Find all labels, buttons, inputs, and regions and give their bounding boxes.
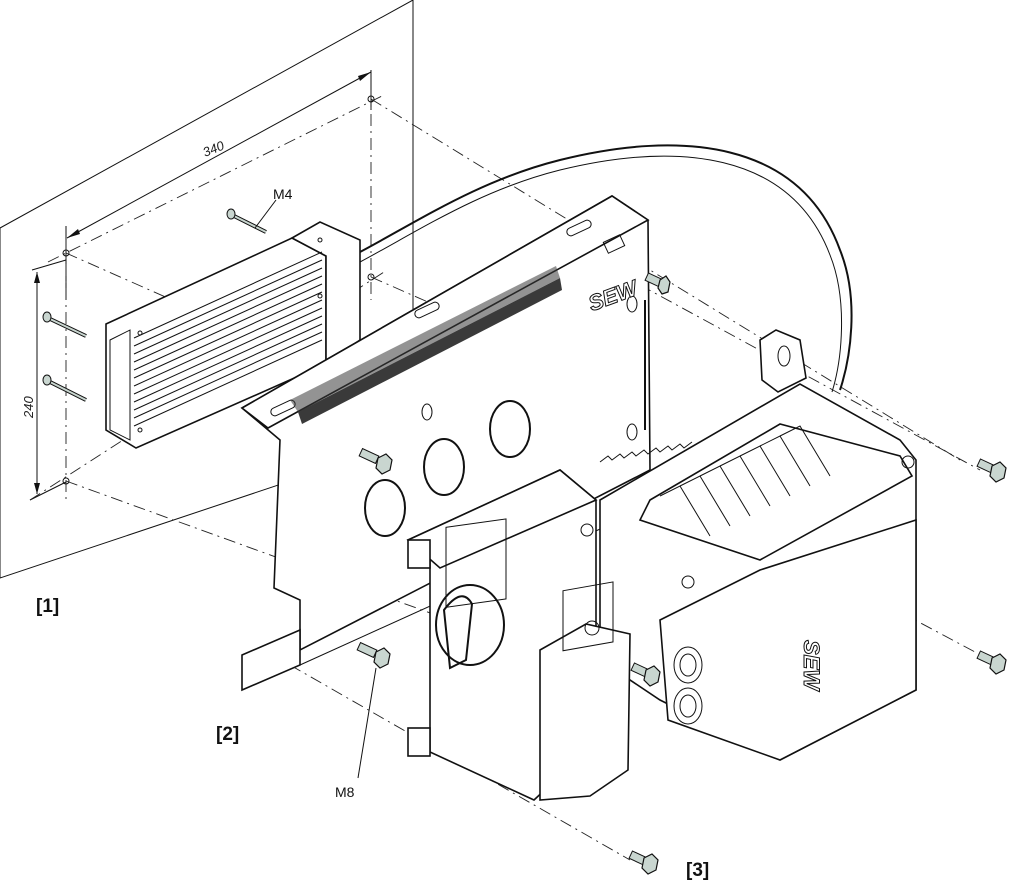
cooling-fins	[659, 425, 831, 537]
m8-label: M8	[335, 784, 355, 800]
dimension-height: 240	[21, 259, 67, 501]
arrow-head-bottom	[34, 483, 40, 494]
cable-gland-opening	[364, 479, 406, 537]
warning-label-icon	[602, 234, 626, 254]
m4-screws: M4	[42, 186, 293, 402]
drive-bolt	[976, 650, 1007, 675]
m8-bolts: M8	[335, 272, 671, 800]
drive-unit: SEW	[406, 329, 917, 801]
m8-bolt	[358, 447, 393, 475]
arrow-head-right	[358, 72, 371, 81]
drive-bolt	[630, 662, 661, 687]
resistor-cable	[359, 144, 853, 393]
m4-screw	[226, 208, 267, 234]
drive-bolt	[628, 850, 659, 875]
m8-leader-line	[357, 667, 377, 779]
mounting-plate: SEW	[240, 195, 693, 692]
dimension-height-label: 240	[21, 396, 36, 419]
heat-sink-fins	[133, 251, 323, 427]
m4-label: M4	[273, 186, 293, 202]
ventilation-mesh	[290, 266, 560, 412]
callout-1: [1]	[36, 596, 59, 617]
m4-screw	[42, 311, 87, 338]
m4-screw	[42, 374, 87, 402]
callout-2: [2]	[216, 724, 239, 745]
callout-3: [3]	[686, 860, 709, 881]
m8-bolt	[356, 641, 391, 669]
braking-resistor	[105, 221, 361, 449]
drive-bolts	[628, 458, 1007, 875]
cable-gland-opening	[423, 438, 465, 496]
ventilation-mesh	[298, 278, 562, 424]
arrow-head-top	[34, 272, 40, 283]
arrow-head-left	[67, 229, 80, 238]
m4-leader-line	[254, 199, 277, 229]
drive-bolt	[976, 458, 1007, 483]
maintenance-switch-handle	[435, 518, 507, 670]
fan-grille-icon	[673, 646, 703, 725]
m8-bolt	[644, 272, 671, 295]
cable-gland-opening	[489, 400, 531, 458]
drive-logo: SEW	[799, 640, 824, 692]
